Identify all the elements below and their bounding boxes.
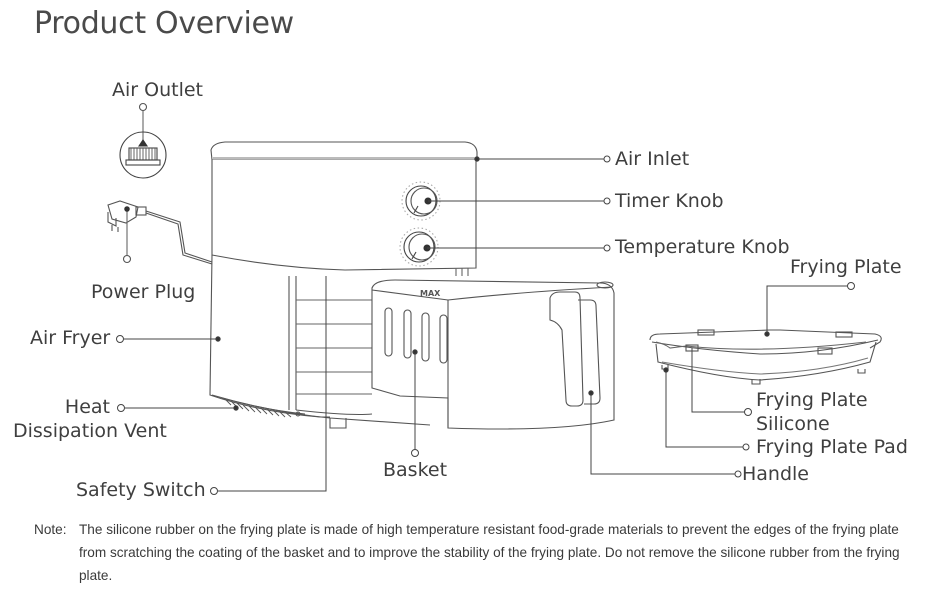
label-heat-vent-line2: Dissipation Vent bbox=[13, 420, 167, 442]
basket-drawing bbox=[371, 279, 615, 430]
label-safety-switch: Safety Switch bbox=[76, 479, 206, 501]
label-air-fryer: Air Fryer bbox=[30, 327, 111, 349]
label-temperature-knob: Temperature Knob bbox=[615, 236, 790, 258]
label-frying-plate-silicone-line2: Silicone bbox=[756, 413, 830, 435]
label-heat-vent-line1: Heat bbox=[64, 396, 110, 418]
label-basket: Basket bbox=[383, 459, 448, 481]
note-prefix: Note: bbox=[34, 522, 67, 537]
temperature-knob-drawing bbox=[399, 227, 439, 267]
air-outlet-inset bbox=[119, 102, 167, 179]
basket-max-mark: MAX bbox=[420, 289, 441, 298]
power-plug-drawing bbox=[107, 200, 213, 265]
frying-plate-drawing bbox=[649, 329, 882, 385]
leader-lines bbox=[116, 155, 855, 495]
label-frying-plate-pad: Frying Plate Pad bbox=[756, 436, 908, 458]
page-title: Product Overview bbox=[34, 6, 294, 41]
label-frying-plate: Frying Plate bbox=[790, 256, 902, 278]
label-frying-plate-silicone-line1: Frying Plate bbox=[756, 389, 868, 411]
label-handle: Handle bbox=[742, 463, 810, 485]
note-block: Note: The silicone rubber on the frying … bbox=[34, 518, 914, 587]
label-air-outlet: Air Outlet bbox=[112, 79, 203, 101]
label-timer-knob: Timer Knob bbox=[615, 190, 724, 212]
label-power-plug: Power Plug bbox=[91, 281, 196, 303]
note-text: The silicone rubber on the frying plate … bbox=[79, 522, 900, 583]
label-air-inlet: Air Inlet bbox=[615, 148, 690, 170]
